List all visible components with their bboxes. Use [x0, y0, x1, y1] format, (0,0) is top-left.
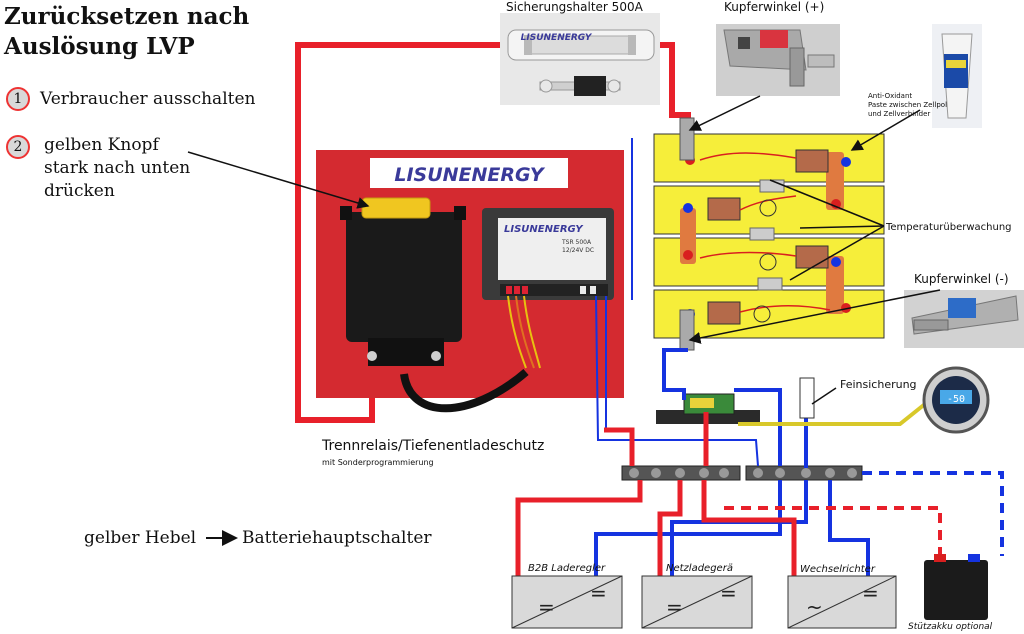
- battery-monitor: -50: [922, 366, 990, 434]
- monitor-reading: -50: [947, 394, 965, 405]
- busbar-negative: [745, 465, 863, 481]
- step-2-line-3: drücken: [44, 181, 115, 201]
- relay-black-cable: [400, 368, 529, 413]
- label-fuse-holder: Sicherungshalter 500A: [506, 0, 643, 14]
- anti-oxidant-line-1: Anti-Oxidant: [868, 92, 913, 100]
- b2b-symbol-in: =: [538, 595, 555, 619]
- aux-negative-dashed: [862, 471, 1004, 556]
- device-b2b: [511, 575, 623, 629]
- step-2-line-2: stark nach unten: [44, 158, 191, 178]
- label-lever-right: Batteriehauptschalter: [242, 528, 432, 548]
- label-lever-left: gelber Hebel: [84, 528, 197, 548]
- step-1-badge: 1: [6, 87, 30, 111]
- fuse-holder-image: [500, 13, 660, 105]
- label-relay-sub: mit Sonderprogrammierung: [322, 458, 434, 467]
- tsr-voltage: 12/24V DC: [562, 247, 594, 254]
- fuse-logo: LISUNENERGY: [521, 33, 593, 43]
- panel-logo: LISUNENERGY: [394, 164, 546, 186]
- page-title: Zurücksetzen nach Auslösung LVP: [4, 2, 249, 62]
- label-wechsel: Wechselrichter: [800, 564, 875, 575]
- red-panel: LISUNENERGY LISUNENERGY TSR 500A 12/24V …: [316, 150, 624, 398]
- device-netz: [641, 575, 753, 629]
- label-netz: Netzladegerä: [666, 563, 733, 574]
- monitor-cable: [738, 398, 932, 426]
- label-fine-fuse: Feinsicherung: [840, 378, 917, 391]
- wechsel-symbol-in: ~: [806, 595, 823, 619]
- label-temperature: Temperaturüberwachung: [886, 222, 1012, 233]
- netz-symbol-out: =: [720, 581, 737, 605]
- label-relay: Trennrelais/Tiefenentladeschutz: [322, 438, 545, 454]
- tsr-model: TSR 500A: [561, 239, 592, 246]
- step-1-text: Verbraucher ausschalten: [40, 89, 256, 109]
- b2b-symbol-out: =: [590, 581, 607, 605]
- netz-symbol-in: =: [666, 595, 683, 619]
- copper-bracket-plus-image: [716, 24, 840, 96]
- busbar-positive: [621, 465, 741, 481]
- fine-fuse-symbol: [799, 377, 815, 419]
- wechsel-symbol-out: =: [862, 581, 879, 605]
- label-b2b: B2B Laderegler: [528, 563, 606, 574]
- anti-oxidant-tube-image: [932, 24, 982, 128]
- label-anti-oxidant: Anti-Oxidant Paste zwischen Zellpol und …: [868, 92, 947, 119]
- pointer-lines: [187, 95, 941, 546]
- anti-oxidant-line-3: und Zellverbinder: [868, 110, 931, 118]
- title-line-1: Zurücksetzen nach: [4, 3, 250, 30]
- label-copper-minus: Kupferwinkel (-): [914, 272, 1009, 286]
- aux-positive-dashed: [724, 506, 942, 556]
- label-copper-plus: Kupferwinkel (+): [724, 0, 825, 14]
- step-2-badge: 2: [6, 135, 30, 159]
- copper-bracket-minus-image: [904, 290, 1024, 348]
- title-line-2: Auslösung LVP: [4, 33, 195, 60]
- positive-load-wires: [515, 412, 797, 596]
- step-2-text: gelben Knopf stark nach unten drücken: [44, 134, 190, 203]
- bracket-minus-mounted: [679, 309, 695, 351]
- anti-oxidant-line-2: Paste zwischen Zellpol: [868, 101, 948, 109]
- shunt: [656, 393, 760, 424]
- tsr-logo: LISUNENERGY: [504, 224, 584, 235]
- label-stuetz: Stützakku optional: [908, 622, 993, 632]
- bracket-plus-mounted: [679, 117, 695, 161]
- aux-battery: [924, 554, 988, 620]
- device-wechsel: [787, 575, 897, 629]
- step-2-line-1: gelben Knopf: [44, 135, 159, 155]
